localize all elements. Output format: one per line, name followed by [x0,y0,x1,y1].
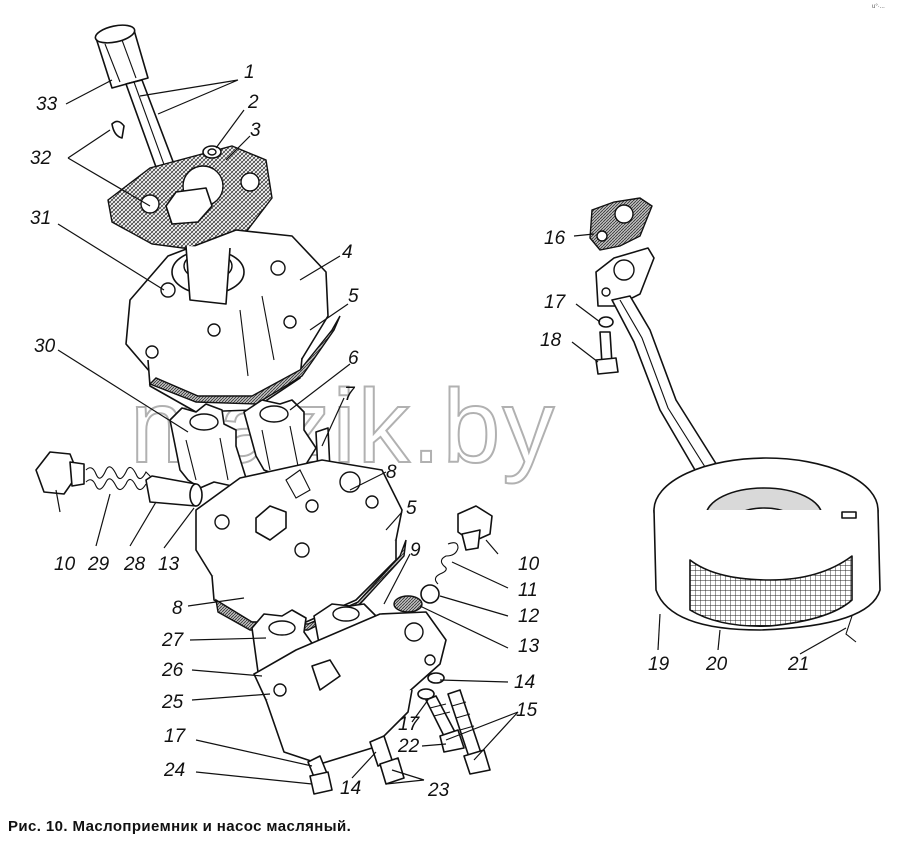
intake-flange-gasket [589,197,653,251]
callout-17a: 17 [398,714,421,735]
middle-gasket-upper [148,315,341,405]
callout-23: 23 [427,780,450,801]
callout-24: 24 [163,760,185,781]
callout-32: 32 [30,148,52,169]
callout-17c: 17 [544,292,567,313]
callout-6: 6 [348,348,359,369]
callout-5b: 5 [406,498,417,519]
callout-1: 1 [244,62,255,83]
callout-14b: 14 [340,778,361,799]
callout-25: 25 [161,692,184,713]
callout-labels: 1 2 3 33 32 31 4 5 30 6 7 8 5 9 10 29 28… [30,62,809,801]
figure-caption: Рис. 10. Маслоприемник и насос масляный. [8,818,352,835]
pump-upper-body [125,229,329,413]
callout-10b: 10 [518,554,540,575]
callout-20: 20 [705,654,728,675]
callout-12: 12 [518,606,540,627]
callout-29: 29 [87,554,110,575]
callout-17b: 17 [164,726,187,747]
bottom-bolts [307,735,405,795]
pump-lower-cover [253,611,447,765]
callout-7: 7 [344,384,356,405]
callout-13b: 13 [518,636,540,657]
intake-bolt [595,316,619,375]
callout-19: 19 [648,654,670,675]
callout-27: 27 [161,630,185,651]
callout-4: 4 [342,242,353,263]
callout-31: 31 [30,208,51,229]
callout-10a: 10 [54,554,76,575]
sealing-ring [393,595,423,613]
woodruff-key [111,120,125,139]
callout-26: 26 [161,660,184,681]
callout-9: 9 [410,540,421,561]
relief-valve-left [35,451,203,507]
upper-gears [169,399,317,489]
intake-screen [653,457,881,643]
callout-8b: 8 [172,598,183,619]
callout-22: 22 [397,736,420,757]
relief-valve-right [420,505,493,604]
callout-14a: 14 [514,672,535,693]
corner-mark: u°·... [872,4,885,10]
callout-3: 3 [250,120,261,141]
callout-28: 28 [123,554,146,575]
callout-8a: 8 [386,462,397,483]
pump-main-body [195,459,403,623]
callout-5a: 5 [348,286,359,307]
callout-11: 11 [518,580,538,601]
callout-13a: 13 [158,554,180,575]
callout-18: 18 [540,330,562,351]
callout-21: 21 [787,654,809,675]
side-bolts [417,672,491,775]
callout-16: 16 [544,228,566,249]
coupling-sleeve [94,24,149,89]
callout-30: 30 [34,336,56,357]
callout-2: 2 [247,92,259,113]
callout-33: 33 [36,94,58,115]
leader-lines [55,79,847,785]
callout-15: 15 [516,700,538,721]
